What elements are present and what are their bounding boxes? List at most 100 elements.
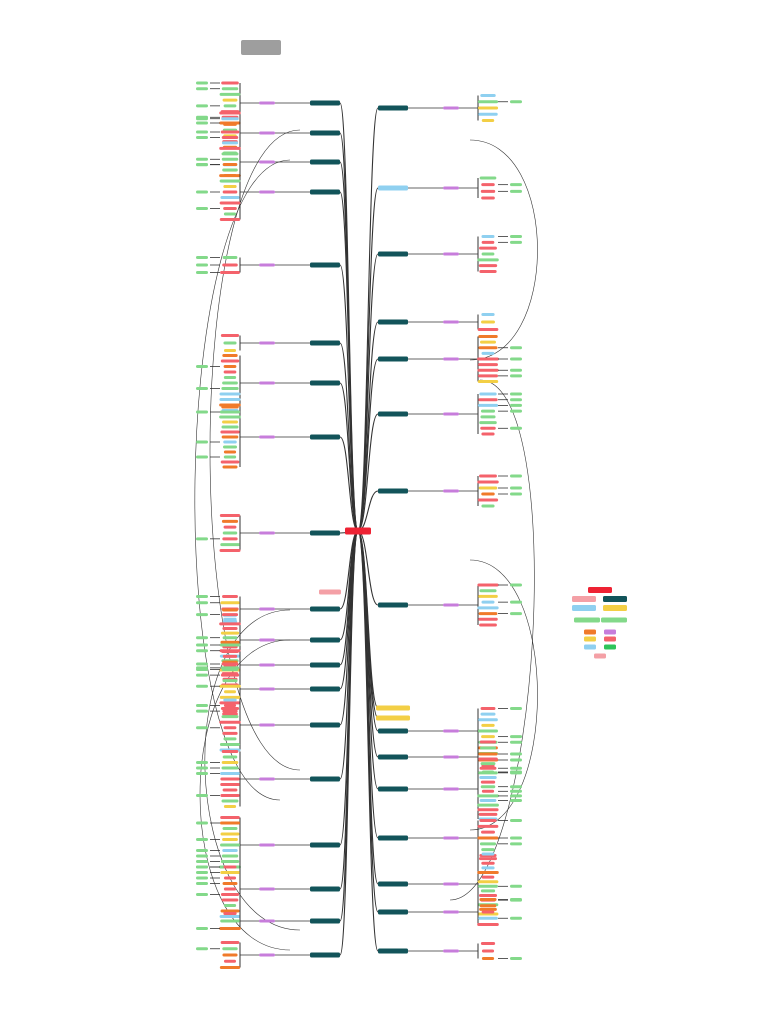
leaf-node[interactable] (477, 794, 499, 798)
leaf-node[interactable] (478, 346, 498, 350)
topic-node[interactable] (310, 434, 340, 440)
leaf-node[interactable] (477, 106, 499, 110)
leaf-node[interactable] (479, 246, 497, 250)
leaf-node[interactable] (479, 623, 497, 627)
leaf-node[interactable] (219, 410, 241, 414)
subtopic-node[interactable] (259, 381, 275, 385)
leaf-node[interactable] (196, 440, 208, 444)
leaf-node[interactable] (221, 435, 239, 439)
leaf-node[interactable] (510, 392, 522, 396)
leaf-node[interactable] (219, 549, 241, 552)
leaf-node[interactable] (222, 354, 238, 357)
leaf-node[interactable] (221, 135, 239, 139)
leaf-node[interactable] (479, 766, 497, 770)
leaf-node[interactable] (479, 589, 497, 593)
leaf-node[interactable] (223, 104, 237, 108)
leaf-node[interactable] (223, 865, 237, 869)
leaf-node[interactable] (223, 122, 237, 126)
leaf-node[interactable] (220, 271, 240, 274)
leaf-node[interactable] (222, 445, 238, 449)
subtopic-node[interactable] (443, 357, 459, 361)
leaf-node[interactable] (196, 860, 208, 863)
leaf-node[interactable] (510, 235, 522, 238)
leaf-node[interactable] (223, 904, 237, 907)
leaf-node[interactable] (478, 894, 498, 898)
leaf-node[interactable] (479, 898, 497, 901)
leaf-node[interactable] (477, 824, 499, 828)
leaf-node[interactable] (220, 772, 240, 775)
topic-node[interactable] (378, 105, 408, 111)
leaf-node[interactable] (481, 723, 495, 727)
leaf-node[interactable] (223, 887, 237, 891)
leaf-node[interactable] (219, 701, 241, 705)
leaf-node[interactable] (196, 117, 208, 121)
leaf-node[interactable] (477, 836, 499, 840)
leaf-node[interactable] (220, 334, 240, 337)
leaf-node[interactable] (510, 785, 522, 789)
topic-node[interactable] (310, 100, 340, 106)
leaf-node[interactable] (222, 712, 238, 716)
leaf-node[interactable] (196, 649, 208, 653)
leaf-node[interactable] (196, 662, 208, 666)
leaf-node[interactable] (223, 726, 237, 730)
leaf-node[interactable] (479, 842, 497, 846)
leaf-node[interactable] (223, 525, 237, 529)
leaf-node[interactable] (510, 492, 522, 496)
subtopic-node[interactable] (443, 949, 459, 953)
leaf-node[interactable] (222, 838, 238, 841)
leaf-node[interactable] (219, 643, 241, 647)
leaf-node[interactable] (221, 668, 239, 672)
leaf-node[interactable] (477, 870, 499, 874)
leaf-node[interactable] (223, 376, 237, 379)
leaf-node[interactable] (196, 854, 208, 858)
leaf-node[interactable] (223, 876, 237, 880)
leaf-node[interactable] (220, 794, 240, 797)
leaf-node[interactable] (219, 649, 241, 653)
leaf-node[interactable] (196, 271, 208, 274)
leaf-node[interactable] (510, 842, 522, 846)
topic-node[interactable] (310, 530, 340, 536)
leaf-node[interactable] (480, 785, 496, 789)
leaf-node[interactable] (220, 860, 240, 863)
leaf-node[interactable] (222, 636, 238, 640)
leaf-node[interactable] (222, 755, 238, 759)
leaf-node[interactable] (196, 365, 208, 368)
leaf-node[interactable] (480, 707, 496, 710)
leaf-node[interactable] (478, 398, 498, 402)
leaf-node[interactable] (222, 168, 238, 172)
leaf-node[interactable] (510, 398, 522, 402)
leaf-node[interactable] (222, 626, 238, 630)
leaf-node[interactable] (481, 320, 495, 324)
leaf-node[interactable] (481, 235, 495, 238)
subtopic-node[interactable] (259, 101, 275, 105)
leaf-node[interactable] (196, 163, 208, 166)
leaf-node[interactable] (222, 98, 238, 102)
leaf-node[interactable] (220, 941, 240, 944)
topic-node[interactable] (378, 754, 408, 760)
leaf-node[interactable] (481, 735, 495, 739)
leaf-node[interactable] (221, 613, 239, 617)
leaf-node[interactable] (221, 799, 239, 803)
leaf-node[interactable] (196, 761, 208, 764)
leaf-node[interactable] (221, 761, 239, 764)
leaf-node[interactable] (220, 843, 240, 847)
leaf-node[interactable] (480, 889, 496, 893)
leaf-node[interactable] (478, 752, 498, 756)
leaf-node[interactable] (481, 848, 495, 852)
leaf-node[interactable] (220, 640, 240, 644)
leaf-node[interactable] (221, 117, 239, 121)
leaf-node[interactable] (221, 854, 239, 858)
leaf-node[interactable] (221, 387, 239, 390)
leaf-node[interactable] (222, 420, 238, 424)
subtopic-node[interactable] (443, 882, 459, 886)
leaf-node[interactable] (219, 720, 241, 724)
leaf-node[interactable] (196, 766, 208, 770)
leaf-node[interactable] (480, 409, 496, 413)
leaf-node[interactable] (219, 415, 241, 419)
leaf-node[interactable] (220, 601, 240, 605)
subtopic-node[interactable] (443, 106, 459, 110)
leaf-node[interactable] (223, 959, 237, 963)
leaf-node[interactable] (223, 212, 237, 216)
leaf-node[interactable] (223, 690, 237, 694)
leaf-node[interactable] (478, 374, 498, 378)
